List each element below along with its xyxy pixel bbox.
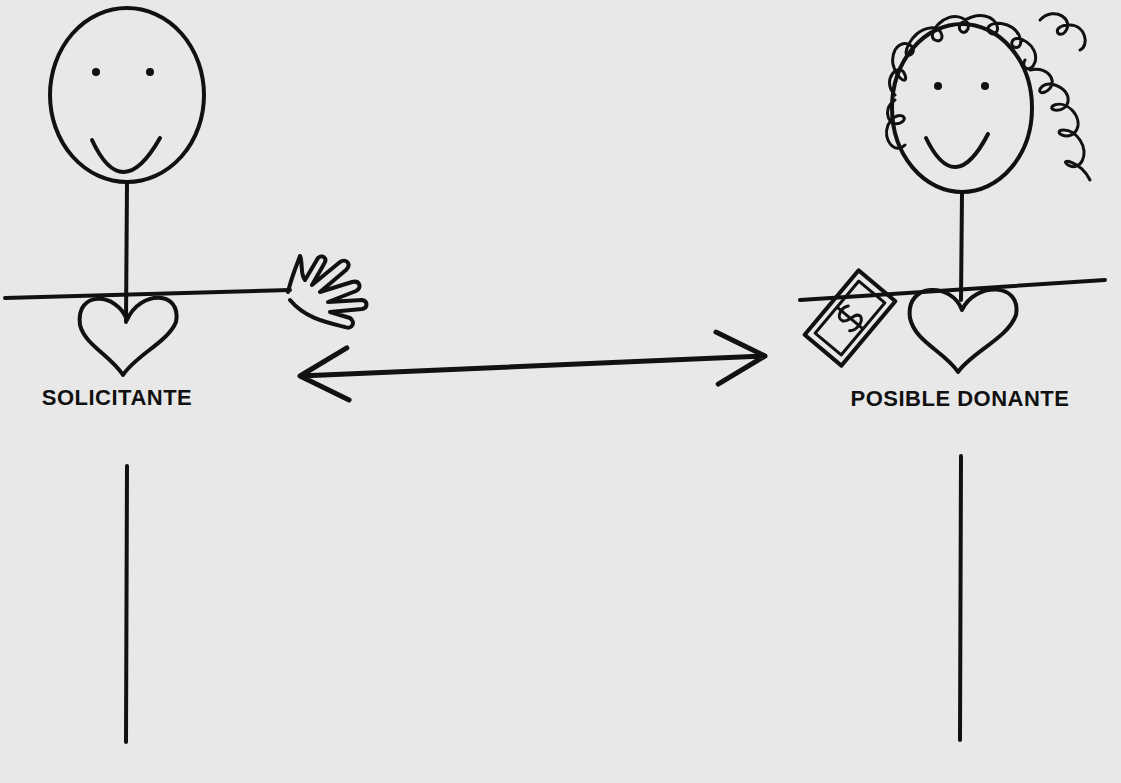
curly-hair — [886, 14, 1090, 180]
open-hand — [288, 256, 367, 328]
figure-node: POSIBLE DONANTE — [765, 20, 1115, 420]
arm-line — [5, 290, 290, 298]
eye — [934, 82, 942, 90]
donor-figure — [800, 14, 1105, 740]
heart — [80, 298, 177, 375]
timeline-line — [960, 456, 961, 740]
figure-label: POSIBLE DONANTE — [851, 386, 1070, 412]
body-line — [961, 192, 962, 300]
timeline-line — [126, 466, 127, 742]
figure-node: SOLICITANTE — [20, 20, 300, 420]
heart — [910, 290, 1017, 372]
head — [50, 8, 204, 182]
figure-label: SOLICITANTE — [42, 385, 193, 411]
smile — [926, 134, 988, 167]
double-arrow — [300, 332, 765, 400]
body-line — [126, 182, 127, 322]
eye — [146, 68, 154, 76]
smile — [92, 138, 160, 172]
arrow-stroke — [300, 332, 765, 400]
eye — [92, 68, 100, 76]
eye — [981, 82, 989, 90]
banknote — [805, 270, 896, 365]
